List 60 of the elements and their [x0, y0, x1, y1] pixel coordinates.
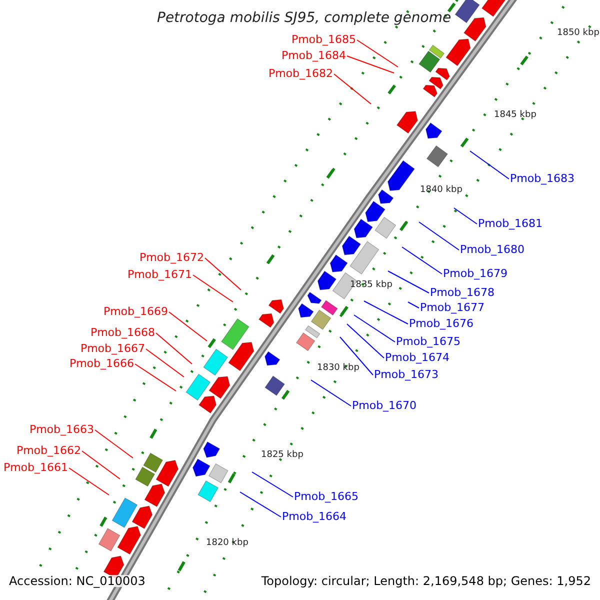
- genome-info-text: Topology: circular; Length: 2,169,548 bp; Genes: 1,952: [261, 575, 591, 587]
- scale-label: 1840 kbp: [420, 186, 462, 195]
- leader-line: [408, 302, 420, 308]
- leader-line: [68, 468, 110, 496]
- gene-label: Pmob_1678: [430, 287, 495, 298]
- leader-line: [82, 450, 120, 480]
- leader-line: [340, 336, 374, 376]
- scale-label: 1825 kbp: [261, 451, 304, 460]
- gene-label: Pmob_1664: [282, 511, 347, 522]
- gene-label: Pmob_1671: [127, 269, 192, 280]
- leader-line: [470, 150, 510, 180]
- gene-label: Pmob_1672: [139, 252, 204, 263]
- leader-line: [94, 430, 134, 458]
- gene-label: Pmob_1677: [420, 302, 485, 313]
- leader-line: [354, 314, 396, 342]
- leader-line: [146, 348, 184, 378]
- scale-label: 1820 kbp: [206, 539, 248, 548]
- gene-label: Pmob_1676: [409, 318, 474, 329]
- gene-label: Pmob_1667: [80, 343, 145, 354]
- gene-label: Pmob_1669: [103, 306, 168, 317]
- gene-label: Pmob_1680: [460, 244, 525, 255]
- gene-label: Pmob_1663: [29, 424, 94, 435]
- gene-label: Pmob_1661: [3, 462, 68, 473]
- gene-label: Pmob_1681: [478, 218, 543, 229]
- gene-label: Pmob_1675: [396, 336, 461, 347]
- gene-label: Pmob_1670: [352, 400, 417, 411]
- gene-label: Pmob_1662: [16, 445, 81, 456]
- gene-label: Pmob_1668: [90, 327, 155, 338]
- gene-label: Pmob_1673: [374, 369, 439, 380]
- leader-line: [204, 258, 242, 290]
- leader-line: [454, 208, 478, 224]
- gene-label: Pmob_1674: [385, 352, 450, 363]
- leader-line: [252, 472, 294, 498]
- gene-label: Pmob_1684: [281, 50, 346, 61]
- leader-line: [192, 274, 234, 302]
- scale-label: 1845 kbp: [494, 111, 536, 120]
- leader-line: [334, 74, 372, 104]
- gene-label: Pmob_1682: [268, 68, 333, 79]
- leader-line: [240, 492, 282, 518]
- leader-line: [310, 380, 352, 406]
- title: Petrotoga mobilis SJ95, complete genome: [157, 11, 452, 25]
- leader-line: [346, 324, 384, 358]
- leader-line: [364, 300, 408, 324]
- leader-line: [156, 332, 192, 364]
- leader-line: [356, 40, 398, 68]
- gene-label: Pmob_1679: [443, 268, 508, 279]
- leader-line: [418, 222, 460, 250]
- gene-label: Pmob_1683: [510, 173, 575, 184]
- leader-line: [402, 246, 442, 274]
- leader-line: [388, 270, 430, 294]
- gene-label: Pmob_1685: [291, 34, 356, 45]
- leader-line: [346, 56, 394, 74]
- gene-label: Pmob_1665: [294, 491, 359, 502]
- leader-line: [134, 364, 176, 392]
- gene-label: Pmob_1666: [69, 358, 134, 369]
- accession-text: Accession: NC_010003: [9, 575, 146, 587]
- scale-label: 1850 kbp: [557, 29, 600, 38]
- scale-label: 1830 kbp: [317, 364, 360, 373]
- scale-label: 1835 kbp: [350, 281, 392, 290]
- leader-line: [168, 312, 208, 342]
